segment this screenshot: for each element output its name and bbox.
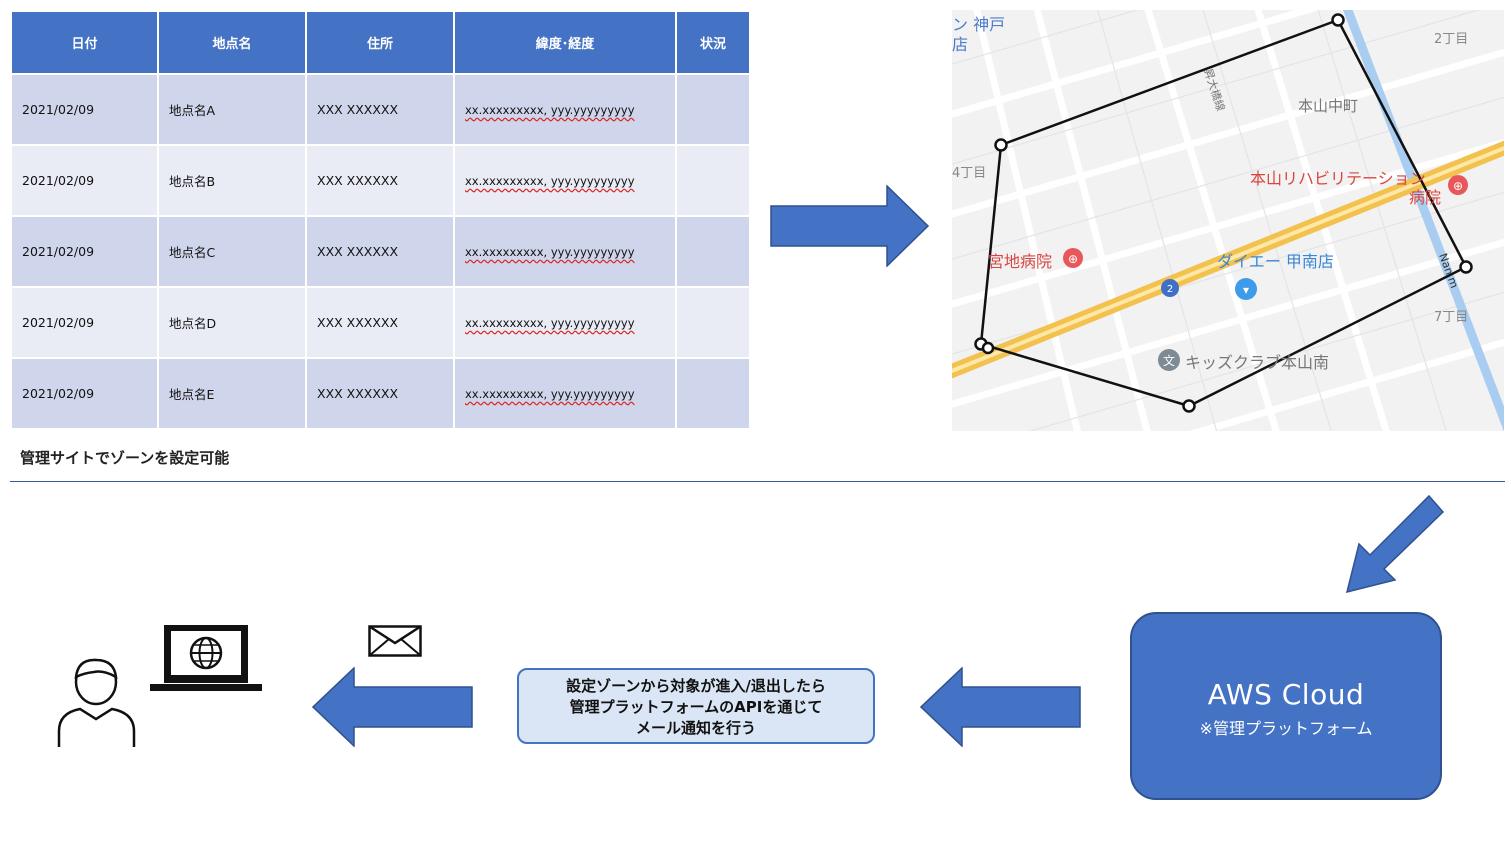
cell-lat-lng: xx.xxxxxxxxx, yyy.yyyyyyyyy [453,357,677,430]
map-label: キッズクラブ本山南 [1185,353,1329,372]
svg-text:⊕: ⊕ [1068,252,1078,266]
cell-lat-lng: xx.xxxxxxxxx, yyy.yyyyyyyyy [453,286,677,359]
hospital-pin-icon: ⊕ [1063,248,1083,268]
header-location-name: 地点名 [157,10,307,75]
map-label: 本山リハビリテーション [1250,169,1426,188]
user-icon [57,658,136,747]
cell-location-name: 地点名C [157,215,307,288]
cell-location-name: 地点名B [157,144,307,217]
table-row: 2021/02/09 地点名E XXX XXXXXX xx.xxxxxxxxx,… [10,357,751,430]
notice-line: 管理プラットフォームのAPIを通じて [569,698,823,716]
section-divider [10,481,1505,482]
aws-cloud-subtitle: ※管理プラットフォーム [1199,719,1373,738]
arrow-right-icon [770,185,930,267]
table-header-row: 日付 地点名 住所 緯度･経度 状況 [10,10,751,75]
table-row: 2021/02/09 地点名B XXX XXXXXX xx.xxxxxxxxx,… [10,144,751,217]
envelope-icon [368,625,422,657]
svg-text:▾: ▾ [1243,283,1249,297]
map-label: ダイエー 甲南店 [1217,252,1334,271]
notice-line: 設定ゾーンから対象が進入/退出したら [566,677,826,695]
svg-text:文: 文 [1163,353,1175,368]
cell-address: XXX XXXXXX [305,286,455,359]
cell-status [675,144,751,217]
map-label: 店 [952,35,968,54]
cell-status [675,215,751,288]
header-status: 状況 [675,10,751,75]
header-address: 住所 [305,10,455,75]
cell-lat-lng: xx.xxxxxxxxx, yyy.yyyyyyyyy [453,215,677,288]
cell-lat-lng: xx.xxxxxxxxx, yyy.yyyyyyyyy [453,144,677,217]
header-date: 日付 [10,10,159,75]
coord-text: xx.xxxxxxxxx, yyy.yyyyyyyyy [465,316,635,330]
cell-address: XXX XXXXXX [305,73,455,146]
hospital-pin-icon: ⊕ [1448,175,1468,195]
aws-cloud-title: AWS Cloud [1207,678,1365,711]
location-table: 日付 地点名 住所 緯度･経度 状況 2021/02/09 地点名A XXX X… [10,10,751,430]
cell-status [675,357,751,430]
cell-status [675,73,751,146]
laptop-globe-icon [150,625,262,691]
map-label: ン 神戸 [952,15,1005,34]
map-label: 病院 [1409,188,1441,207]
map-label: 本山中町 [1298,97,1358,115]
notice-line: メール通知を行う [635,719,756,737]
cell-location-name: 地点名E [157,357,307,430]
cell-address: XXX XXXXXX [305,357,455,430]
table-row: 2021/02/09 地点名A XXX XXXXXX xx.xxxxxxxxx,… [10,73,751,146]
arrow-left-icon [312,667,473,747]
aws-cloud-box: AWS Cloud ※管理プラットフォーム [1130,612,1442,800]
cell-date: 2021/02/09 [10,357,159,430]
map-label: 7丁目 [1434,310,1468,325]
cell-lat-lng: xx.xxxxxxxxx, yyy.yyyyyyyyy [453,73,677,146]
coord-text: xx.xxxxxxxxx, yyy.yyyyyyyyy [465,103,635,117]
header-lat-lng: 緯度･経度 [453,10,677,75]
arrow-down-left-icon [1345,494,1445,594]
table-row: 2021/02/09 地点名C XXX XXXXXX xx.xxxxxxxxx,… [10,215,751,288]
map-label: 2 [1167,284,1173,295]
cell-location-name: 地点名D [157,286,307,359]
cell-date: 2021/02/09 [10,286,159,359]
table-row: 2021/02/09 地点名D XXX XXXXXX xx.xxxxxxxxx,… [10,286,751,359]
cell-address: XXX XXXXXX [305,215,455,288]
shopping-pin-icon: ▾ [1235,278,1257,300]
coord-text: xx.xxxxxxxxx, yyy.yyyyyyyyy [465,245,635,259]
map-label: 4丁目 [952,166,986,181]
cell-date: 2021/02/09 [10,144,159,217]
school-pin-icon: 文 [1158,349,1180,371]
cell-address: XXX XXXXXX [305,144,455,217]
map-label: 宮地病院 [988,252,1052,271]
cell-date: 2021/02/09 [10,215,159,288]
cell-status [675,286,751,359]
coord-text: xx.xxxxxxxxx, yyy.yyyyyyyyy [465,387,635,401]
caption-zone-setting: 管理サイトでゾーンを設定可能 [20,449,230,467]
notification-description-box: 設定ゾーンから対象が進入/退出したら 管理プラットフォームのAPIを通じて メー… [517,668,875,744]
arrow-left-icon [920,667,1081,747]
zone-map[interactable]: ⊕ ⊕ ▾ 文 ン 神戸 店 2丁目 昇大橋線 本山中町 4丁目 本山リハビリテ… [952,10,1504,431]
map-label: 2丁目 [1434,32,1468,47]
coord-text: xx.xxxxxxxxx, yyy.yyyyyyyyy [465,174,635,188]
cell-location-name: 地点名A [157,73,307,146]
svg-text:⊕: ⊕ [1453,179,1463,193]
cell-date: 2021/02/09 [10,73,159,146]
